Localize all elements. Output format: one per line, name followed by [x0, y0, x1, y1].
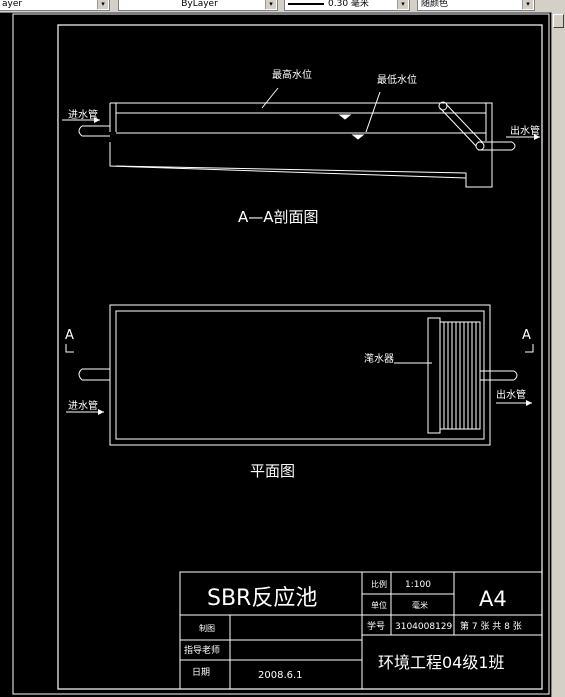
- plotstyle-combo[interactable]: 随颜色 ▾: [417, 0, 535, 11]
- section-mark-right-bracket: [525, 344, 534, 353]
- water-level-symbol: [338, 114, 352, 120]
- drawing-canvas[interactable]: 最高水位 最低水位 进水管 出水管 A—A剖面图 A A 滗水器 进水管 出水管…: [0, 12, 551, 697]
- label-decanter: 滗水器: [364, 352, 394, 365]
- date-value: 2008.6.1: [258, 670, 303, 681]
- lineweight-swatch: [288, 2, 324, 5]
- plan-outlet-pipe: [480, 370, 514, 381]
- label-student-id: 学号: [367, 620, 385, 632]
- tank-left-wall: [109, 103, 117, 132]
- section-mark-left: A: [65, 328, 74, 343]
- plan-caption: 平面图: [250, 462, 295, 480]
- plotstyle-combo-value: 随颜色: [421, 0, 449, 9]
- plan-view: [65, 304, 534, 446]
- lineweight-combo-value: 0.30 毫米: [328, 0, 369, 9]
- label-lowest-water-level: 最低水位: [377, 73, 417, 86]
- chevron-down-icon[interactable]: ▾: [522, 0, 533, 9]
- color-combo[interactable]: ByLayer ▾: [118, 0, 278, 11]
- leader-highest-level: [261, 87, 279, 109]
- section-mark-right: A: [522, 328, 531, 343]
- label-instructor: 指导老师: [184, 644, 220, 656]
- label-plan-inlet: 进水管: [68, 399, 98, 412]
- inlet-pipe-break: [78, 125, 83, 137]
- vertical-scrollbar[interactable]: [551, 12, 565, 697]
- section-caption: A—A剖面图: [238, 208, 319, 226]
- plan-inlet-pipe: [82, 368, 110, 381]
- lineweight-combo[interactable]: 0.30 毫米 ▾: [284, 0, 410, 11]
- plan-outlet-pipe-break: [513, 370, 518, 381]
- tank-bottom-outer: [109, 142, 467, 179]
- water-level-symbol: [351, 134, 365, 140]
- unit-value: 毫米: [412, 600, 428, 610]
- outlet-pivot: [475, 141, 485, 151]
- color-combo-value: ByLayer: [181, 0, 218, 9]
- outlet-pipe-break: [511, 141, 516, 151]
- label-highest-water-level: 最高水位: [272, 68, 312, 81]
- label-drawn-by: 制图: [199, 623, 215, 633]
- class-name: 环境工程04级1班: [378, 653, 505, 672]
- label-unit: 单位: [371, 600, 387, 610]
- section-mark-left-bracket: [65, 344, 74, 353]
- chevron-down-icon[interactable]: ▾: [397, 0, 408, 9]
- title-block-frame: [179, 571, 543, 690]
- outlet-pipe: [478, 141, 512, 151]
- label-plan-outlet: 出水管: [496, 388, 526, 401]
- label-section-inlet: 进水管: [68, 108, 98, 121]
- properties-toolbar: ayer ▾ ByLayer ▾ 0.30 毫米 ▾ 随颜色 ▾: [0, 0, 565, 13]
- label-date: 日期: [192, 667, 210, 678]
- leader-lowest-level: [365, 91, 381, 133]
- plan-inlet-pipe-break: [78, 368, 83, 381]
- drawing-title: SBR反应池: [207, 586, 317, 611]
- layer-combo-value: ayer: [2, 0, 23, 9]
- decanter-pipes: [443, 322, 477, 429]
- decanter-header: [427, 317, 441, 434]
- outer-border: [12, 13, 550, 695]
- label-scale: 比例: [371, 579, 387, 589]
- scale-value: 1:100: [405, 580, 431, 590]
- chevron-down-icon[interactable]: ▾: [97, 0, 108, 9]
- tank-outline: [110, 102, 493, 188]
- tank-plan-inner: [115, 310, 485, 440]
- scrollbar-thumb[interactable]: [553, 14, 564, 28]
- tank-plan-outer: [109, 304, 491, 446]
- label-section-outlet: 出水管: [510, 124, 540, 137]
- chevron-down-icon[interactable]: ▾: [265, 0, 276, 9]
- section-view: [62, 87, 540, 188]
- paper-size: A4: [479, 587, 507, 611]
- inlet-pipe: [82, 125, 110, 137]
- student-id: 3104008129: [395, 622, 453, 632]
- decanter-arm: [439, 103, 483, 147]
- title-block: [179, 571, 543, 690]
- sheet-info: 第 7 张 共 8 张: [460, 620, 522, 632]
- layer-combo[interactable]: ayer ▾: [0, 0, 110, 11]
- decanter-float: [438, 101, 448, 111]
